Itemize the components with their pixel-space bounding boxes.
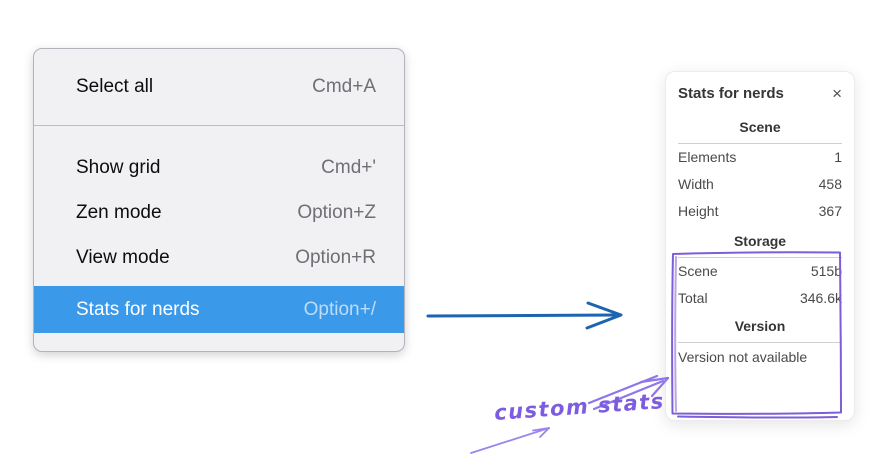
stat-value: 1 xyxy=(834,149,842,165)
stat-label: Total xyxy=(678,290,708,306)
stat-label: Scene xyxy=(678,263,718,279)
stats-panel-title: Stats for nerds xyxy=(678,85,784,102)
stat-row-scene-size: Scene 515b xyxy=(678,258,842,285)
storage-rows: Scene 515b Total 346.6k xyxy=(678,258,842,312)
stat-label: Height xyxy=(678,203,719,219)
stat-value: 458 xyxy=(818,176,842,192)
stat-value: 515b xyxy=(810,263,842,279)
menu-item-shortcut: Option+R xyxy=(295,246,376,268)
section-divider xyxy=(678,143,842,144)
menu-item-shortcut: Option+Z xyxy=(297,201,376,223)
menu-item-label: Zen mode xyxy=(76,201,162,223)
menu-item-shortcut: Cmd+A xyxy=(312,76,376,97)
menu-item-label: Stats for nerds xyxy=(76,298,200,320)
stat-label: Width xyxy=(678,176,714,192)
version-note: Version not available xyxy=(678,349,808,365)
annotation-arrow-small xyxy=(470,427,550,454)
close-icon[interactable]: × xyxy=(832,84,842,103)
version-section-header: Version xyxy=(734,318,786,334)
scene-rows: Elements 1 Width 458 Height 367 xyxy=(678,144,842,225)
context-menu: Select all Cmd+A Show grid Cmd+' Zen mod… xyxy=(33,48,405,352)
scene-section-header: Scene xyxy=(739,119,781,135)
menu-divider xyxy=(34,125,404,126)
stats-panel: Stats for nerds × Scene Elements 1 Width… xyxy=(665,71,855,421)
menu-item-select-all[interactable]: Select all Cmd+A xyxy=(34,49,404,125)
stat-label: Elements xyxy=(678,149,737,165)
menu-item-shortcut: Cmd+' xyxy=(321,156,376,178)
section-divider xyxy=(678,342,842,343)
stat-row-elements: Elements 1 xyxy=(678,144,842,171)
stats-panel-titlebar: Stats for nerds × xyxy=(678,85,842,102)
menu-item-shortcut: Option+/ xyxy=(303,298,376,320)
stat-row-height: Height 367 xyxy=(678,198,842,225)
menu-item-view-mode[interactable]: View mode Option+R xyxy=(34,235,404,280)
menu-item-label: Select all xyxy=(76,76,154,97)
stat-value: 367 xyxy=(818,203,842,219)
pointer-arrow xyxy=(426,301,623,330)
menu-item-show-grid[interactable]: Show grid Cmd+' xyxy=(34,145,404,190)
storage-section-header: Storage xyxy=(733,233,787,249)
menu-item-zen-mode[interactable]: Zen mode Option+Z xyxy=(34,190,404,235)
menu-item-label: Show grid xyxy=(76,156,161,178)
stat-row-total-size: Total 346.6k xyxy=(678,285,842,312)
annotation-label: custom stats xyxy=(493,389,666,425)
menu-group: Show grid Cmd+' Zen mode Option+Z View m… xyxy=(34,126,404,333)
menu-item-stats-for-nerds[interactable]: Stats for nerds Option+/ xyxy=(34,286,404,333)
stat-row-width: Width 458 xyxy=(678,171,842,198)
stat-value: 346.6k xyxy=(799,290,842,306)
menu-item-label: View mode xyxy=(76,246,170,268)
